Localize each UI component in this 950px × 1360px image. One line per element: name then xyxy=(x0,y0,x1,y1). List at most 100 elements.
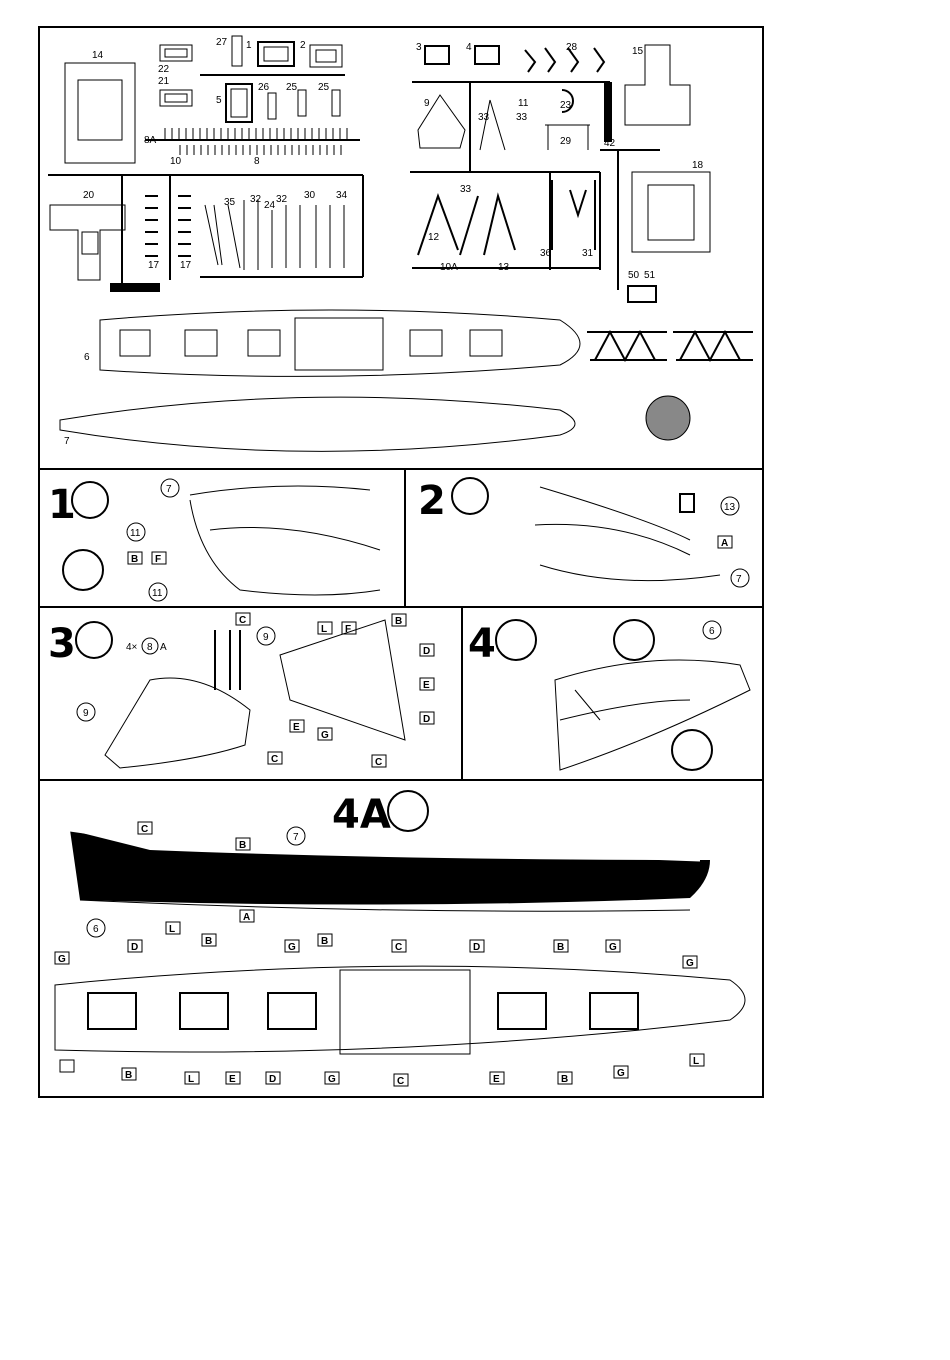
svg-text:5: 5 xyxy=(216,95,222,106)
knife-icon xyxy=(496,620,536,660)
svg-text:26: 26 xyxy=(258,82,270,93)
svg-text:7: 7 xyxy=(736,574,742,585)
svg-text:7: 7 xyxy=(64,436,70,447)
rotate-icon xyxy=(63,550,103,590)
svg-text:8: 8 xyxy=(147,642,153,653)
svg-text:28: 28 xyxy=(566,42,578,53)
svg-text:A: A xyxy=(243,912,250,923)
svg-text:7: 7 xyxy=(166,484,172,495)
svg-text:33: 33 xyxy=(516,112,528,123)
svg-text:29: 29 xyxy=(560,136,572,147)
svg-text:32: 32 xyxy=(276,194,288,205)
svg-text:22: 22 xyxy=(158,64,170,75)
svg-text:E: E xyxy=(229,1074,236,1085)
svg-text:1: 1 xyxy=(246,40,252,51)
svg-text:3: 3 xyxy=(48,621,76,667)
svg-text:G: G xyxy=(321,730,329,741)
svg-text:9: 9 xyxy=(83,708,89,719)
svg-text:C: C xyxy=(271,754,278,765)
svg-text:20: 20 xyxy=(83,190,95,201)
svg-text:42: 42 xyxy=(604,138,616,149)
svg-text:25: 25 xyxy=(286,82,298,93)
svg-text:31: 31 xyxy=(582,248,594,259)
svg-text:G: G xyxy=(609,942,617,953)
svg-text:F: F xyxy=(155,554,161,565)
svg-text:13: 13 xyxy=(498,262,510,273)
svg-text:7: 7 xyxy=(293,832,299,843)
svg-text:18: 18 xyxy=(692,160,704,171)
part-14: 14 xyxy=(65,50,135,163)
glue-icon-2 xyxy=(452,478,488,514)
svg-text:24: 24 xyxy=(264,200,276,211)
svg-text:1: 1 xyxy=(48,482,76,528)
svg-text:6: 6 xyxy=(709,626,715,637)
glue-icon-3 xyxy=(76,622,112,658)
svg-text:2: 2 xyxy=(300,40,306,51)
svg-text:F: F xyxy=(345,624,351,635)
svg-text:6: 6 xyxy=(84,352,90,363)
svg-text:E: E xyxy=(493,1074,500,1085)
part-7-hull xyxy=(60,397,575,451)
svg-text:D: D xyxy=(423,714,430,725)
svg-text:G: G xyxy=(58,954,66,965)
svg-text:14: 14 xyxy=(92,50,104,61)
svg-text:L: L xyxy=(693,1056,699,1067)
svg-text:A: A xyxy=(721,538,728,549)
svg-text:B: B xyxy=(205,936,212,947)
svg-text:4A: 4A xyxy=(332,792,391,838)
svg-text:B: B xyxy=(239,840,246,851)
svg-text:G: G xyxy=(328,1074,336,1085)
sheet-frame xyxy=(39,27,763,1097)
svg-text:11: 11 xyxy=(130,528,141,539)
svg-text:B: B xyxy=(561,1074,568,1085)
svg-text:B: B xyxy=(395,616,402,627)
svg-text:4×: 4× xyxy=(126,642,138,653)
step-3: 3 4× 8 A 9 9 C C L F B D E D E G C xyxy=(48,613,434,768)
svg-text:G: G xyxy=(686,958,694,969)
svg-text:50: 50 xyxy=(628,270,640,281)
svg-text:C: C xyxy=(397,1076,404,1087)
svg-text:10: 10 xyxy=(170,156,182,167)
part-20 xyxy=(50,205,125,280)
svg-text:11: 11 xyxy=(518,98,529,109)
svg-text:2: 2 xyxy=(418,478,446,524)
svg-text:B: B xyxy=(125,1070,132,1081)
svg-text:E: E xyxy=(293,722,300,733)
svg-text:34: 34 xyxy=(336,190,348,201)
svg-text:B: B xyxy=(321,936,328,947)
svg-text:36: 36 xyxy=(540,248,552,259)
svg-text:15: 15 xyxy=(632,46,644,57)
svg-text:C: C xyxy=(141,824,148,835)
svg-text:11: 11 xyxy=(152,588,163,599)
svg-text:35: 35 xyxy=(224,197,236,208)
sprue-tab xyxy=(110,283,160,292)
svg-text:33: 33 xyxy=(478,112,490,123)
svg-text:3: 3 xyxy=(416,42,422,53)
glue-icon xyxy=(72,482,108,518)
svg-text:L: L xyxy=(169,924,175,935)
svg-text:21: 21 xyxy=(158,76,170,87)
svg-text:C: C xyxy=(395,942,402,953)
svg-text:L: L xyxy=(321,624,327,635)
svg-text:4: 4 xyxy=(468,621,496,667)
svg-text:4: 4 xyxy=(466,42,472,53)
svg-text:27: 27 xyxy=(216,37,228,48)
brush-icon xyxy=(388,791,428,831)
painted-deck xyxy=(55,966,745,1052)
svg-text:C: C xyxy=(239,615,246,626)
svg-text:D: D xyxy=(473,942,480,953)
decal-emblem xyxy=(646,396,690,440)
step-1: 1 7 11 11 B F xyxy=(48,479,380,601)
svg-text:L: L xyxy=(188,1074,194,1085)
svg-text:17: 17 xyxy=(148,260,160,271)
svg-text:13: 13 xyxy=(724,502,736,513)
svg-text:G: G xyxy=(288,942,296,953)
svg-text:B: B xyxy=(131,554,138,565)
svg-text:D: D xyxy=(269,1074,276,1085)
svg-text:51: 51 xyxy=(644,270,656,281)
step-2: 2 13 7 A xyxy=(418,478,749,587)
svg-text:D: D xyxy=(131,942,138,953)
svg-text:10A: 10A xyxy=(440,262,458,273)
step-4: 4 6 xyxy=(468,620,750,770)
